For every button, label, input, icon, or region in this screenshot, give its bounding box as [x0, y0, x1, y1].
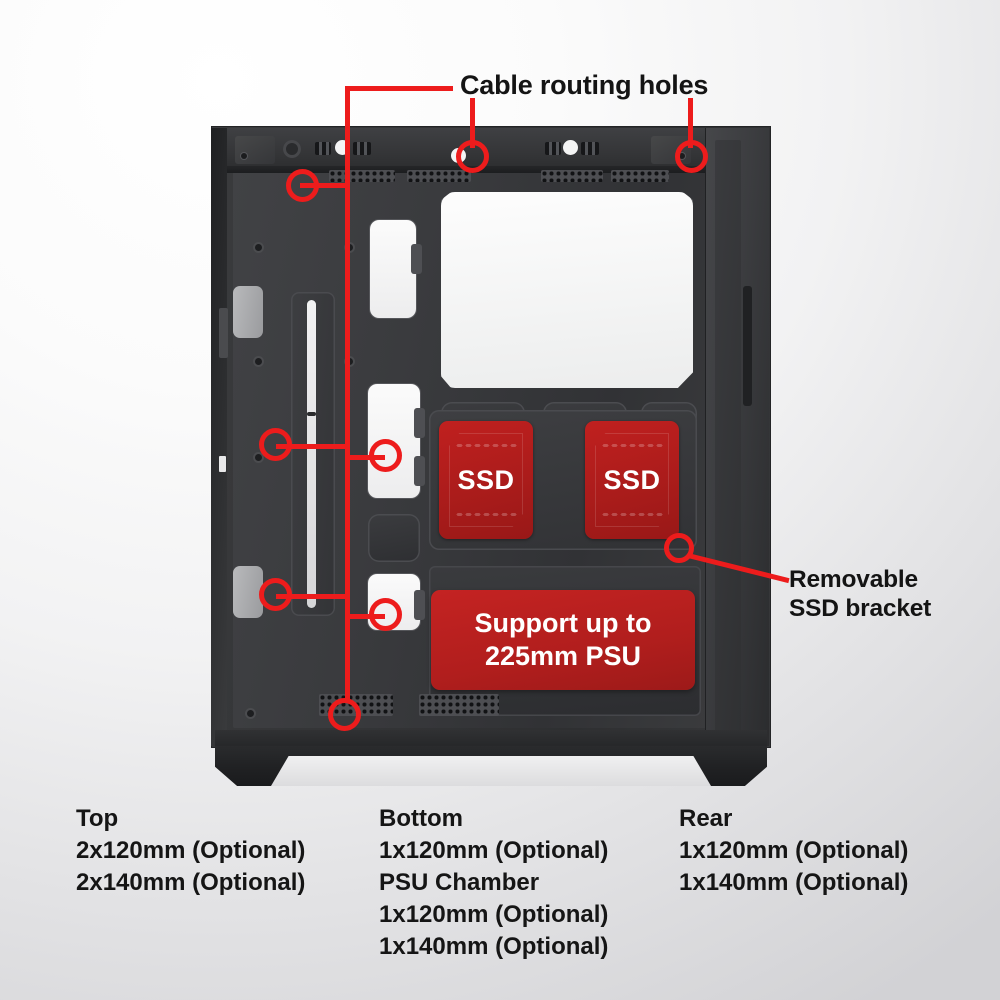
fan-support-line: 1x140mm (Optional) [379, 932, 609, 960]
cable-routing-hole-marker [259, 428, 292, 461]
ssd-tray-label: SSD [457, 465, 515, 495]
fan-support-line: 2x140mm (Optional) [76, 868, 306, 896]
bottom-cable-routing-vent [419, 694, 499, 716]
psu-support-banner: Support up to 225mm PSU [431, 590, 695, 690]
cable-channel-rod-mark [307, 412, 316, 416]
callout-leader-line [276, 444, 348, 449]
case-right-rail-slot [743, 286, 752, 406]
fan-support-column-top: Top 2x120mm (Optional) 2x140mm (Optional… [76, 803, 305, 899]
callout-leader-line [276, 594, 348, 599]
cutout-grommet-tab [411, 244, 422, 274]
cable-routing-vent [611, 170, 669, 182]
left-edge-clip-secondary [219, 456, 226, 472]
cable-routing-hole-marker [369, 598, 402, 631]
fan-support-subheading: PSU Chamber [379, 868, 540, 896]
callout-leader-line [300, 183, 348, 188]
psu-support-text: Support up to 225mm PSU [474, 608, 652, 671]
cable-routing-vent [329, 170, 395, 182]
fan-support-heading: Rear [679, 805, 733, 832]
cable-routing-vent [541, 170, 603, 182]
fan-support-column-bottom: Bottom 1x120mm (Optional) PSU Chamber 1x… [379, 803, 608, 963]
cable-routing-vent [407, 170, 471, 182]
top-vent-slot [545, 142, 561, 155]
top-vent-slot [581, 142, 599, 155]
fan-support-column-rear: Rear 1x120mm (Optional) 1x140mm (Optiona… [679, 803, 908, 899]
screw-icon [563, 140, 578, 155]
case-right-rail-inner [715, 140, 741, 734]
cable-routing-hole-marker [369, 439, 402, 472]
left-edge-clip [219, 308, 228, 358]
case-bottom-reflection [271, 756, 711, 786]
callout-leader-line [688, 98, 693, 148]
cable-routing-hole-marker [259, 578, 292, 611]
ssd-tray-vent [455, 443, 517, 448]
callout-leader-line [345, 614, 385, 619]
cable-routing-cutout [370, 220, 416, 318]
cable-routing-hole-marker [456, 140, 489, 173]
cutout-grommet-tab [414, 590, 425, 620]
top-grommet-ring [283, 140, 301, 158]
top-vent-slot [315, 142, 331, 155]
fan-support-heading: Top [76, 805, 119, 832]
cutout-grommet-tab [414, 408, 425, 438]
ssd-tray-emboss [449, 433, 523, 527]
callout-label-cable-routing-holes: Cable routing holes [460, 70, 709, 100]
fan-support-heading: Bottom [379, 805, 463, 832]
ssd-tray[interactable]: SSD [585, 421, 679, 539]
ssd-tray-emboss [595, 433, 669, 527]
fan-support-line: 1x120mm (Optional) [379, 900, 609, 928]
ssd-tray-vent [601, 443, 663, 448]
top-vent-slot [353, 142, 371, 155]
callout-leader-line [470, 98, 475, 148]
standoff [255, 358, 262, 365]
callout-leader-line [345, 455, 385, 460]
ssd-bracket-marker [664, 533, 694, 563]
standoff [255, 244, 262, 251]
fan-support-line: 2x120mm (Optional) [76, 836, 306, 864]
cutout-grommet-tab [414, 456, 425, 486]
cable-routing-hole-marker [286, 169, 319, 202]
cable-channel-rod [307, 300, 316, 608]
ssd-tray-vent [601, 512, 663, 517]
cable-routing-hole-marker [675, 140, 708, 173]
fan-support-line: 1x120mm (Optional) [679, 836, 909, 864]
tray-pocket [368, 514, 420, 562]
cable-routing-hole-marker [328, 698, 361, 731]
ssd-tray-label: SSD [603, 465, 661, 495]
pc-case-illustration: SSD SSD Support up to 225mm PSU [211, 126, 771, 786]
standoff [247, 710, 254, 717]
top-left-corner-tab [235, 136, 275, 164]
cpu-cooler-cutout [441, 192, 693, 388]
ssd-tray[interactable]: SSD [439, 421, 533, 539]
fan-support-line: 1x140mm (Optional) [679, 868, 909, 896]
case-left-edge [211, 128, 227, 746]
standoff [255, 454, 262, 461]
callout-label-removable-ssd-bracket: Removable SSD bracket [789, 566, 932, 622]
fan-support-line: 1x120mm (Optional) [379, 836, 609, 864]
cable-routing-pad [233, 286, 263, 338]
cable-routing-pad [233, 566, 263, 618]
callout-leader-line [345, 86, 350, 703]
screw-icon [241, 153, 247, 159]
callout-leader-line [345, 86, 453, 91]
ssd-tray-vent [455, 512, 517, 517]
